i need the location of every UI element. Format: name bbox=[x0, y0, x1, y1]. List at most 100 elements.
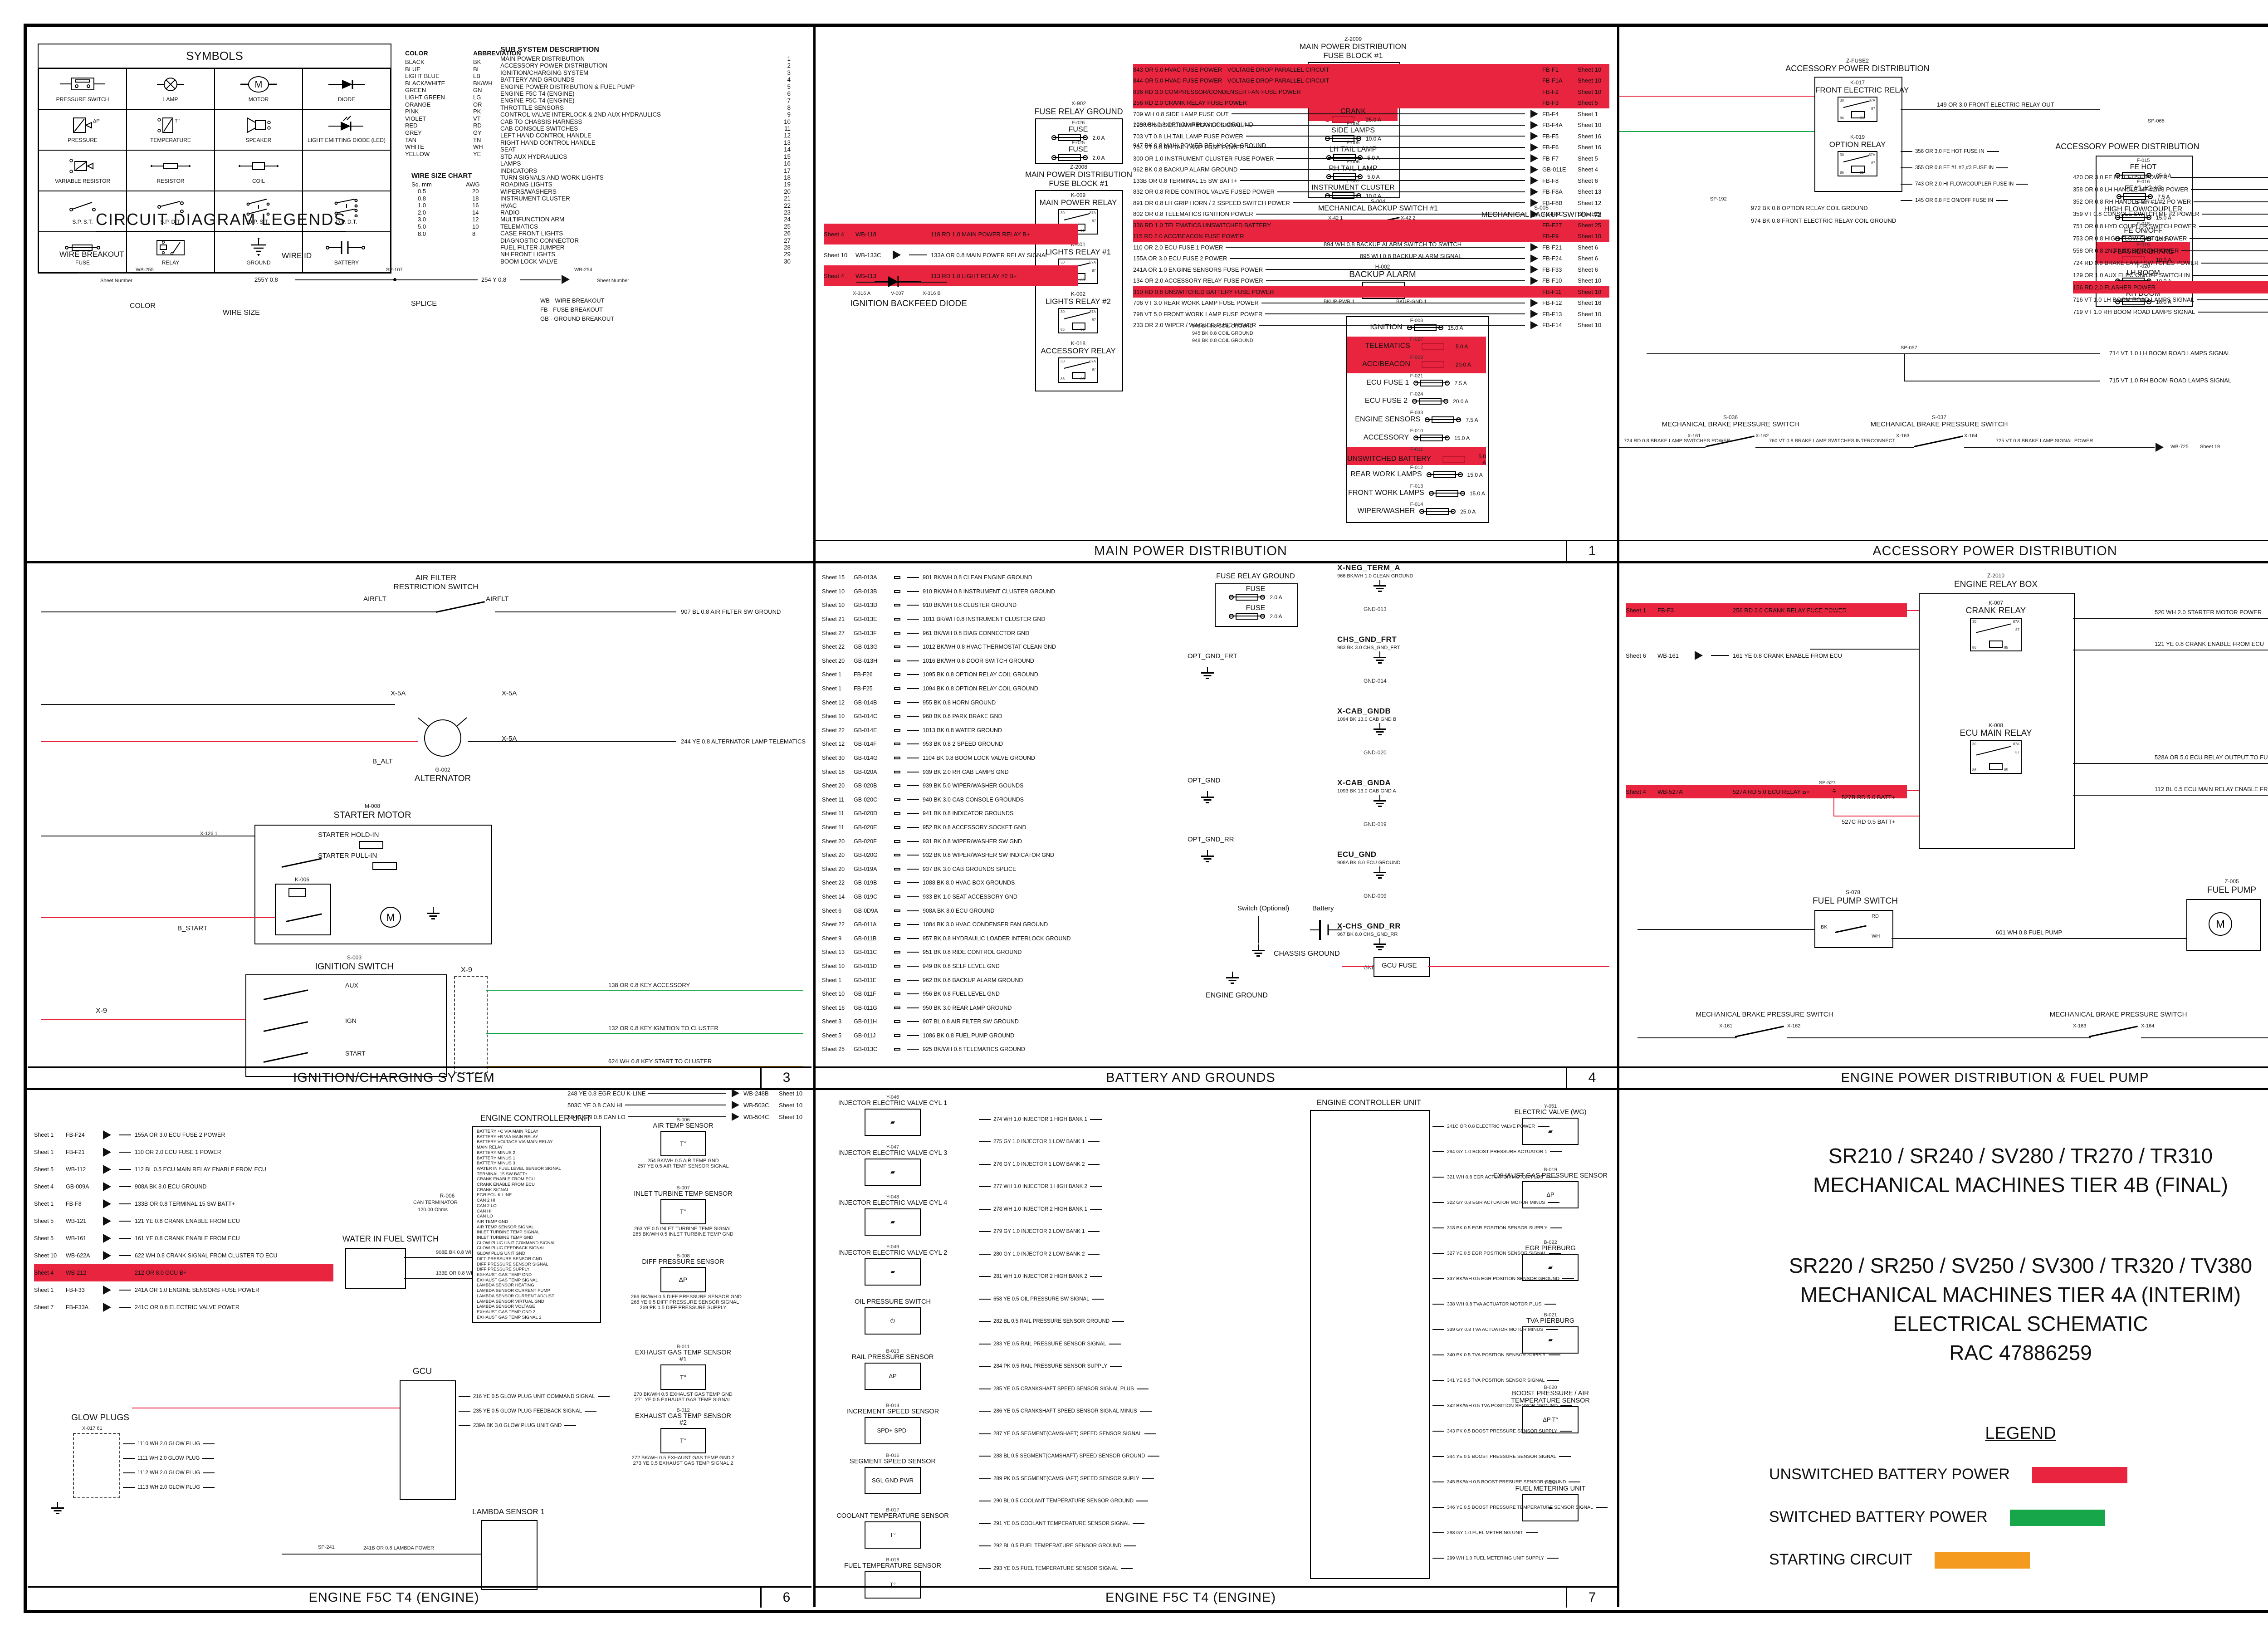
wire-label: 327 YE 0.5 EGR POSITION SENSOR SIGNAL bbox=[1432, 1241, 1608, 1266]
sheet-arrow: 802 OR 0.8 TELEMATICS IGNITION POWER FB-… bbox=[1133, 210, 1602, 218]
sheet-stub: Sheet 14 GB-019C 933 BK 1.0 SEAT ACCESSO… bbox=[822, 890, 1167, 904]
symbol-cell: S.P. S.T. bbox=[39, 191, 127, 232]
fuse: F-016 FE#1,#2,#3 7.5 A bbox=[2097, 179, 2190, 200]
fuse: F-027 TELEMATICS 5.0 A bbox=[1347, 336, 1486, 355]
relay: K-002 LIGHTS RELAY #2 bbox=[1036, 291, 1120, 340]
component-title: MECHANICAL BRAKE PRESSURE SWITCH bbox=[1870, 420, 2008, 428]
fuse: F-025 FUSE 2.0 A bbox=[1036, 140, 1120, 161]
legend-list: UNSWITCHED BATTERY POWER SWITCHED BATTER… bbox=[1769, 1466, 2128, 1594]
ecu-pin: EXHAUST GAS TEMP SIGNAL bbox=[477, 1277, 538, 1283]
component-title: FUEL PUMP SWITCH bbox=[1813, 896, 1898, 906]
sheet-stub: Sheet 22 GB-014E 1013 BK 0.8 WATER GROUN… bbox=[822, 724, 1167, 738]
sheet-arrow: 352 OR 0.8 RH HANDLE MF #1/#2 PO WER FB-… bbox=[2073, 196, 2268, 208]
motor-icon: M bbox=[380, 907, 401, 928]
sheet-arrow: 724 RD 0.8 BRAKE LAMP SWITCHES POWER FB-… bbox=[2073, 257, 2268, 269]
symbol-cell: COIL bbox=[215, 150, 303, 191]
wire-label: 241B OR 0.8 LAMBDA POWER bbox=[363, 1545, 434, 1551]
legend-row: UNSWITCHED BATTERY POWER bbox=[1769, 1466, 2128, 1508]
component-title: MECHANICAL BACKUP SWITCH #2 bbox=[1481, 211, 1602, 219]
symbol-cell: SPEAKER bbox=[215, 109, 303, 150]
ground-node: X-CAB_GNDA 1093 BK 13.0 CAB GND A GND-01… bbox=[1337, 778, 1396, 827]
panel-title: BATTERY AND GROUNDS bbox=[1106, 1070, 1276, 1085]
component-title: IGNITION BACKFEED DIODE bbox=[850, 299, 967, 308]
splice-callout: SPLICE bbox=[411, 300, 437, 308]
component-title: MECHANICAL BRAKE PRESSURE SWITCH bbox=[2049, 1011, 2187, 1018]
sheet-stub: Sheet 1 FB-F24 155A OR 3.0 ECU FUSE 2 PO… bbox=[34, 1126, 333, 1144]
sheet-arrow: 716 VT 1.0 LH BOOM ROAD LAMPS SIGNAL FB-… bbox=[2073, 293, 2268, 306]
abbrev-header: ABBREVIATION bbox=[473, 49, 521, 57]
ecu-pin: BATTERY +B VIA MAIN RELAY bbox=[477, 1134, 538, 1139]
sheet-arrow: 420 OR 3.0 FE HOT FUSE POWER FB-F15 Shee… bbox=[2073, 171, 2268, 183]
schematic-label: ELECTRICAL SCHEMATIC bbox=[1893, 1312, 2148, 1335]
wire-label: 342 BK/WH 0.5 TVA POSITION SENSOR GROUND bbox=[1432, 1393, 1608, 1418]
component-title: IGNITION SWITCH bbox=[315, 962, 394, 972]
component-title: GLOW PLUGS bbox=[71, 1413, 129, 1423]
sheet-stub: Sheet 4 WB-113 113 RD 1.0 LIGHT RELAY #2… bbox=[824, 265, 1078, 286]
wire-label: 293 YE 0.5 FUEL TEMPERATURE SENSOR SIGNA… bbox=[979, 1557, 1159, 1580]
sheet-stub: Sheet 22 GB-011A 1084 BK 3.0 HVAC CONDEN… bbox=[822, 918, 1167, 932]
wire-label: 974 BK 0.8 FRONT ELECTRIC RELAY COIL GRO… bbox=[1751, 217, 1897, 224]
wire-size-callout: WIRE SIZE bbox=[223, 309, 260, 317]
ecu-pin: EXHAUST GAS TEMP GND 2 bbox=[477, 1309, 536, 1315]
sheet-stub: Sheet 1 FB-F8 133B OR 0.8 TERMINAL 15 SW… bbox=[34, 1195, 333, 1213]
symbol-icon bbox=[238, 162, 279, 171]
sheet-arrow: 310 RD 0.8 UNSWITCHED BATTERY FUSE POWER… bbox=[1133, 286, 1609, 298]
panel-divider-h2 bbox=[25, 1088, 2268, 1090]
sheet-arrow: 155A OR 3.0 ECU FUSE 2 POWER FB-F24 Shee… bbox=[1133, 254, 1598, 263]
symbol-caption: COIL bbox=[252, 178, 265, 185]
symbol-icon bbox=[69, 159, 93, 174]
model-line-4: MECHANICAL MACHINES TIER 4A (INTERIM) bbox=[1800, 1283, 2241, 1306]
subsystem-row: ENGINE F5C T4 (ENGINE)7 bbox=[500, 97, 791, 104]
symbol-cell: DIODE bbox=[303, 68, 391, 109]
symbol-cell: VARIABLE RESISTOR bbox=[39, 150, 127, 191]
sheet-stub: Sheet 20 GB-013H 1016 BK/WH 0.8 DOOR SWI… bbox=[822, 654, 1167, 668]
sheet-arrow: 248 YE 0.8 EGR ECU K-LINE WB-248B Sheet … bbox=[567, 1089, 803, 1097]
ecu-pin: GLOW PLUG UNIT COMMAND SIGNAL bbox=[477, 1240, 556, 1246]
symbol-cell: MOTOR bbox=[215, 68, 303, 109]
sheet-stub: Sheet 5 WB-121 121 YE 0.8 CRANK ENABLE F… bbox=[34, 1213, 333, 1230]
wire-label: 282 BL 0.5 RAIL PRESSURE SENSOR GROUND bbox=[979, 1310, 1159, 1333]
ecu-pin: GLOW PLUG UNIT GND bbox=[477, 1251, 525, 1257]
wire-label: 340 PK 0.5 TVA POSITION SENSOR SUPPLY bbox=[1432, 1342, 1608, 1368]
ecu-pin: CRANK SIGNAL bbox=[477, 1187, 509, 1193]
symbols-grid: PRESSURE SWITCH LAMP MOTOR DIODE bbox=[39, 68, 391, 273]
symbol-icon bbox=[150, 163, 191, 170]
subsystem-row: CONTROL VALVE INTERLOCK & 2ND AUX HYDRAU… bbox=[500, 111, 791, 118]
wire-label: 275 GY 1.0 INJECTOR 1 LOW BANK 1 bbox=[979, 1131, 1159, 1154]
sensor: B-008 DIFF PRESSURE SENSOR ΔP 266 BK/WH … bbox=[631, 1253, 742, 1311]
wire-label: 299 WH 1.0 FUEL METERING UNIT SUPPLY bbox=[1432, 1545, 1608, 1571]
symbol-icon bbox=[247, 117, 271, 133]
component: Y-046 INJECTOR ELECTRIC VALVE CYL 1 ▰ bbox=[825, 1095, 961, 1136]
legend-swatch bbox=[2032, 1467, 2128, 1484]
wire-label: 714 VT 1.0 LH BOOM ROAD LAMPS SIGNAL bbox=[2109, 350, 2231, 357]
panel-accessory-power-distribution: Z-FUSE2 ACCESSORY POWER DISTRIBUTION K-0… bbox=[1619, 28, 2268, 561]
wire-label: 294 GY 1.0 BOOST PRESSURE ACTUATOR 1 bbox=[1432, 1139, 1608, 1164]
component: B-016 SEGMENT SPEED SENSOR SGL GND PWR bbox=[825, 1453, 961, 1494]
wire-label: 1111 WH 2.0 GLOW PLUG bbox=[123, 1451, 215, 1466]
fuse: F-015 FE HOT 25.0 A bbox=[2097, 158, 2190, 179]
ecu-pin: TERMINAL 15 SW BATT+ bbox=[477, 1171, 528, 1177]
sheet-arrow: 504C GN 0.8 CAN LO WB-504C Sheet 10 bbox=[567, 1113, 803, 1121]
fuse: F-014 WIPER/WASHER 25.0 A bbox=[1357, 502, 1476, 515]
wire-label: 112 BL 0.5 ECU MAIN RELAY ENABLE FROM EC… bbox=[2155, 786, 2268, 792]
sheet-stub: Sheet 18 GB-020A 939 BK 2.0 RH CAB LAMPS… bbox=[822, 765, 1167, 779]
ecu-pin: CRANK ENABLE FROM ECU bbox=[477, 1182, 535, 1188]
component-title: ENGINE CONTROLLER UNIT bbox=[1316, 1098, 1422, 1107]
color-callout: COLOR bbox=[130, 302, 156, 310]
ground-node: ECU_GND 908A BK 8.0 ECU GROUND GND-009 bbox=[1337, 850, 1401, 899]
panel-footer: ENGINE POWER DISTRIBUTION & FUEL PUMP 5 bbox=[1619, 1066, 2268, 1088]
ecu-pin: CRANK ENABLE FROM ECU bbox=[477, 1177, 535, 1182]
ecu-pin: WATER IN FUEL LEVEL SENSOR SIGNAL bbox=[477, 1166, 561, 1171]
panel-engine-f5c-6: Sheet 1 FB-F24 155A OR 3.0 ECU FUSE 2 PO… bbox=[28, 1089, 811, 1608]
fuse: F-017 HIGH FLOW/COUPLER 15.0 A bbox=[2104, 200, 2183, 221]
sheet-stub: Sheet 10 WB-622A 622 WH 0.8 CRANK SIGNAL… bbox=[34, 1247, 333, 1264]
ground-node-list: X-NEG_TERM_A 966 BK/WH 1.0 CLEAN GROUND … bbox=[1337, 563, 1528, 993]
